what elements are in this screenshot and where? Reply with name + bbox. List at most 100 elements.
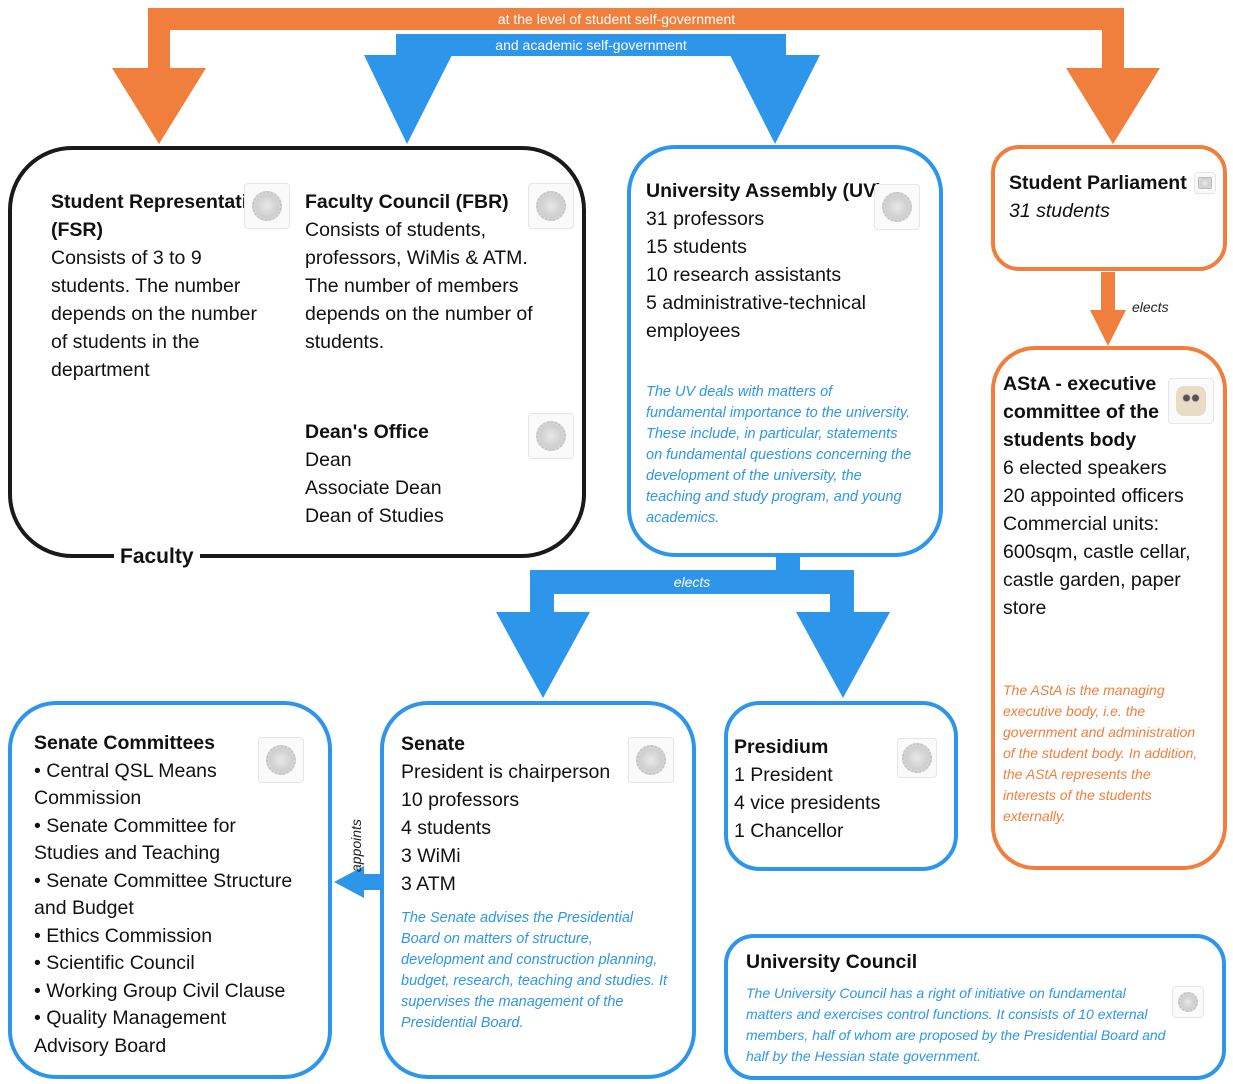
blue-left-stem [396, 34, 418, 56]
asta-note-line: executive body, i.e. the [1003, 703, 1146, 719]
blue-horizontal-bar [396, 34, 786, 56]
uv-line: 10 research assistants [646, 264, 842, 286]
presidium-line: 1 President [734, 764, 833, 786]
fbr-block: Faculty Council (FBR) Consists of studen… [305, 188, 567, 356]
uv-note-line: teaching and study program, and young [646, 489, 902, 505]
uv-horizontal-bar [530, 570, 854, 594]
committee-line: • Central QSL Means [34, 759, 217, 782]
committee-line: • Senate Committee Structure [34, 869, 293, 892]
blue-arrow-to-uv [730, 55, 820, 144]
appoints-label: appoints [348, 819, 364, 872]
council-note-line: The University Council has a right of in… [746, 985, 1126, 1001]
fsr-logo-icon [244, 183, 290, 229]
fsr-block: Student Representatives (FSR) Consists o… [51, 188, 281, 384]
fsr-line: of students in the [51, 331, 200, 353]
blue-connector-label: and academic self-government [495, 37, 687, 53]
fbr-title: Faculty Council (FBR) [305, 191, 509, 213]
uv-note-line: on fundamental questions concerning the [646, 447, 912, 463]
committees-block: Senate Committees • Central QSL Means Co… [34, 730, 324, 1060]
council-note-line: half by the Hessian state government. [746, 1048, 982, 1064]
senate-block: Senate President is chairperson 10 profe… [401, 730, 631, 898]
blue-right-stem [764, 34, 786, 56]
committee-line: • Senate Committee for [34, 814, 236, 837]
fsr-line: depends on the number [51, 303, 257, 325]
uv-title: University Assembly (UV) [646, 180, 883, 202]
presidium-logo-icon [897, 738, 937, 778]
uv-elects-connector [496, 556, 890, 698]
dean-title: Dean's Office [305, 421, 429, 443]
uv-left-stem [530, 570, 554, 614]
appoints-connector [334, 866, 380, 898]
senate-line: 3 WiMi [401, 845, 461, 867]
asta-box [991, 346, 1227, 870]
asta-title: committee of the [1003, 401, 1160, 423]
parliament-subtitle: 31 students [1009, 200, 1110, 222]
senate-note-line: supervises the management of the [401, 994, 624, 1010]
fbr-line: The number of members [305, 275, 519, 297]
uv-note-line: The UV deals with matters of [646, 384, 833, 400]
fbr-line: depends on the number of [305, 303, 533, 325]
fbr-logo-icon [528, 183, 574, 229]
uv-note-line: These include, in particular, statements [646, 426, 898, 442]
orange-horizontal-bar [148, 8, 1124, 30]
committee-line: • Scientific Council [34, 952, 195, 974]
dean-line: Dean [305, 449, 352, 471]
dean-line: Associate Dean [305, 477, 442, 499]
council-note-line: members, half of whom are proposed by th… [746, 1027, 1166, 1043]
committee-line: Studies and Teaching [34, 842, 221, 864]
uv-elects-label: elects [673, 574, 711, 590]
committee-line: • Quality Management [34, 1007, 227, 1029]
council-logo-icon [1172, 986, 1204, 1018]
senate-note: The Senate advises the Presidential Boar… [401, 908, 691, 1034]
senate-line: 3 ATM [401, 873, 456, 895]
dean-block: Dean's Office Dean Associate Dean Dean o… [305, 418, 525, 530]
orange-arrow-to-fsr [112, 68, 206, 144]
asta-line: store [1003, 597, 1047, 619]
committees-title: Senate Committees [34, 732, 215, 754]
asta-note-line: of the student body. In addition, [1003, 745, 1198, 761]
asta-note: The AStA is the managing executive body,… [1003, 680, 1225, 827]
orange-right-stem [1102, 8, 1124, 70]
blue-top-connector [364, 34, 820, 144]
asta-title: AStA - executive [1003, 373, 1157, 395]
fbr-line: Consists of students, [305, 219, 487, 241]
presidium-block: Presidium 1 President 4 vice presidents … [734, 733, 934, 845]
committee-line: • Working Group Civil Clause [34, 979, 286, 1002]
parliament-elects-label: elects [1132, 299, 1169, 315]
council-title: University Council [746, 951, 918, 973]
senate-line: 10 professors [401, 789, 520, 811]
uv-line: 5 administrative-technical [646, 292, 867, 314]
uv-line: employees [646, 320, 741, 342]
uv-note: The UV deals with matters of fundamental… [646, 382, 936, 529]
presidium-line: 1 Chancellor [734, 820, 844, 842]
asta-note-line: government and administration [1003, 724, 1196, 740]
arrow-to-asta [1090, 310, 1126, 346]
senate-line: President is chairperson [401, 761, 611, 783]
uv-block: University Assembly (UV) 31 professors 1… [646, 177, 916, 345]
asta-line: castle garden, paper [1003, 569, 1181, 591]
arrow-to-presidium [796, 612, 890, 698]
council-note-line: matters and exercises control functions.… [746, 1006, 1148, 1022]
parliament-logo-icon [1194, 172, 1216, 194]
presidium-line: 4 vice presidents [734, 792, 881, 814]
asta-note-line: externally. [1003, 808, 1066, 824]
committee-line: and Budget [34, 897, 134, 919]
orange-top-connector [112, 8, 1160, 144]
fsr-title: Student Representatives (FSR) [51, 191, 280, 241]
parliament-block: Student Parliament 31 students [1009, 169, 1209, 225]
orange-connector-label: at the level of student self-government [497, 11, 736, 27]
asta-block: AStA - executive committee of the studen… [1003, 370, 1221, 622]
orange-left-stem [148, 8, 170, 70]
senate-note-line: budget, research, teaching and studies. … [401, 973, 668, 989]
uv-down-stub [776, 556, 800, 572]
council-note: The University Council has a right of in… [746, 983, 1216, 1067]
parliament-down-stem [1101, 272, 1115, 312]
uv-right-stem [830, 570, 854, 614]
senate-note-line: development and construction planning, [401, 952, 658, 968]
asta-note-line: interests of the students [1003, 787, 1152, 803]
uv-note-line: fundamental importance to the university… [646, 405, 911, 421]
senate-logo-icon [628, 737, 674, 783]
senate-line: 4 students [401, 817, 491, 839]
appoints-stub [362, 874, 380, 890]
